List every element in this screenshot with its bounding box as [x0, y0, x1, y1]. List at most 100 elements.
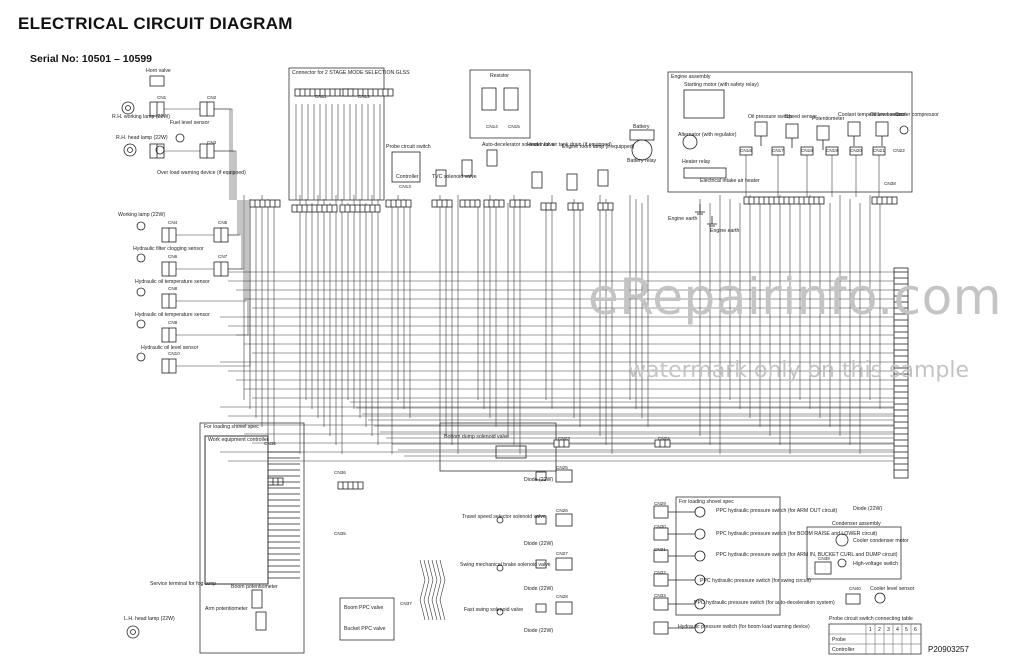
page-title: ELECTRICAL CIRCUIT DIAGRAM — [18, 14, 293, 33]
label-speed-sensor: Speed sensor — [785, 114, 817, 120]
label-battery: Battery — [633, 124, 650, 130]
label-diode-cond: Diode (22W) — [853, 506, 882, 512]
label-ppc-auto-decel: PPC hydraulic pressure switch (for auto-… — [694, 600, 835, 606]
starting-motor-icon — [683, 89, 725, 119]
harness-wire — [176, 200, 249, 336]
connector-label: CN16 — [740, 148, 752, 153]
diode-icon — [535, 515, 547, 525]
sensor-icon — [136, 287, 146, 297]
sensor-connector — [771, 146, 785, 156]
connector-label: CN32 — [654, 570, 666, 575]
connector-label: CN21 — [873, 148, 885, 153]
label-diode-2: Diode (22W) — [524, 541, 553, 547]
sensor-icon — [136, 221, 146, 231]
connector-label: CN1 — [157, 95, 167, 100]
label-boom-potentiometer: Boom potentiometer — [231, 584, 278, 590]
probe-col-4: 4 — [896, 627, 899, 633]
sensor-icon — [816, 125, 830, 141]
label-hydraulic-oil-temp2: Hydraulic oil temperature sensor — [135, 312, 210, 318]
condenser-connector — [814, 561, 832, 575]
resistor-icon — [503, 87, 519, 111]
label-heater-relay: Heater relay — [682, 159, 711, 165]
solenoid-icon — [496, 516, 504, 524]
sensor-icon — [175, 133, 185, 143]
label-fast-swing: Fast swing solenoid valve — [464, 607, 523, 613]
alternator-icon — [682, 134, 698, 150]
work-equipment-controller-box — [204, 435, 269, 585]
label-cooler-level-sensor: Cooler level sensor — [870, 586, 915, 592]
label-coolant-temp: Coolant temperature sensor — [838, 112, 903, 118]
label-engine-earth: Engine earth — [668, 216, 698, 222]
boom-ppc-box — [339, 597, 395, 641]
sensor-icon — [136, 352, 146, 362]
label-for-loading-shovel: For loading shovel spec — [204, 424, 259, 430]
connector-block — [337, 481, 364, 490]
label-bucket-ppc: Bucket PPC valve — [344, 626, 386, 632]
label-lh-head-lamp: L.H. head lamp (22W) — [124, 616, 175, 622]
label-electric-intake-heater: Electrical intake air heater — [700, 178, 760, 184]
label-hydraulic-pressure: Hydraulic pressure switch (for boom load… — [678, 624, 810, 630]
harness-wire — [176, 200, 239, 236]
condenser-assembly-box — [806, 526, 902, 580]
label-connector-2stage: Connector for 2 STAGE MODE SELECTION GLS… — [292, 70, 410, 76]
diode-icon — [535, 471, 547, 481]
harness-wire — [423, 559, 430, 621]
probe-row-probe: Probe — [832, 637, 846, 643]
engine-assembly-box — [667, 71, 913, 193]
connector-block — [267, 477, 284, 486]
connector-block — [871, 196, 898, 205]
label-probe-circuit: Probe circuit switch — [386, 144, 431, 150]
diode-icon — [535, 603, 547, 613]
harness-wire — [214, 150, 237, 200]
diode-connector — [555, 557, 573, 571]
connector-label: CN30 — [654, 524, 666, 529]
harness-wire — [228, 200, 241, 236]
controller-icon — [391, 151, 421, 183]
sensor-icon — [847, 121, 861, 137]
connector-label: CN6 — [168, 254, 178, 259]
label-fuel-level-sensor: Fuel level sensor — [170, 120, 209, 126]
solenoid-icon — [495, 445, 527, 459]
loading-shovel-controller-box — [199, 422, 305, 654]
switch-icon — [837, 558, 847, 568]
label-bottom-dump: Bottom dump solenoid valve — [444, 434, 509, 440]
pressure-switch-icon — [694, 550, 706, 562]
label-probe-table: Probe circuit switch connecting table — [829, 616, 913, 622]
sensor-connector — [825, 146, 839, 156]
connector-block — [553, 439, 570, 448]
solenoid-icon — [566, 173, 578, 191]
label-alternator: Alternator (with regulator) — [678, 132, 737, 138]
motor-icon — [835, 533, 849, 547]
diode-icon — [535, 559, 547, 569]
harness-wire — [214, 108, 233, 200]
label-rh-head-lamp: R.H. head lamp (22W) — [116, 135, 168, 141]
harness-wire — [176, 200, 251, 367]
connector-label: CN27 — [556, 551, 568, 556]
label-starting-motor: Starting motor (with safety relay) — [684, 82, 759, 88]
connector-label: CN29 — [654, 501, 666, 506]
horn-valve-icon — [149, 75, 165, 87]
harness-wire — [176, 200, 247, 302]
harness-wire — [427, 559, 434, 621]
label-diode-4: Diode (22W) — [524, 628, 553, 634]
connector-label: CN11 — [315, 94, 327, 99]
connector-label: CN38 — [884, 181, 896, 186]
connector-label: CN17 — [772, 148, 784, 153]
label-loading-shovel-right: For loading shovel spec — [679, 499, 734, 505]
label-hydraulic-filter: Hydraulic filter clogging sensor — [133, 246, 204, 252]
connector-label: CN24 — [658, 436, 670, 441]
sensor-connector — [849, 146, 863, 156]
label-engine-earth2: Engine earth — [710, 228, 740, 234]
label-ppc-swing: PPC hydraulic pressure switch (for swing… — [700, 578, 811, 584]
label-working-lamp: Working lamp (22W) — [118, 212, 165, 218]
label-tvc-solenoid: TVC solenoid valve — [432, 174, 477, 180]
connector-label: CN34 — [264, 441, 276, 446]
sensor-icon — [155, 145, 165, 155]
connector-label: CN28 — [556, 594, 568, 599]
connector-label: CN39 — [818, 556, 830, 561]
connector-label: CN2 — [207, 95, 217, 100]
connector-label: CN14 — [486, 124, 498, 129]
sensor-connector — [872, 146, 886, 156]
label-controller: Controller — [396, 174, 419, 180]
